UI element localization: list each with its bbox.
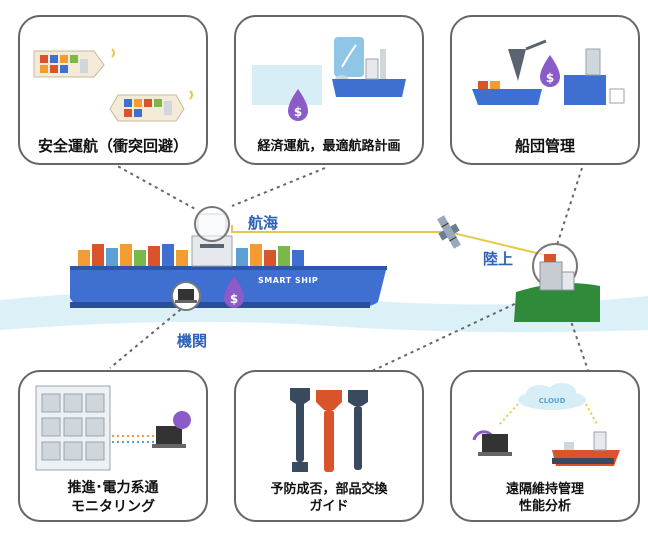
ship-dollar-drop-icon [224,276,244,308]
route-planning-icon: $ [252,37,406,121]
card-caption: 船団管理 [514,137,575,155]
svg-text:$: $ [546,71,554,85]
cloud-label: CLOUD [539,397,566,405]
card-safe-navigation: 安全運航（衝突回避） [18,15,208,165]
tools-icon [290,388,368,472]
satellite-icon [437,215,461,249]
card-caption-line2: 性能分析 [518,499,571,514]
svg-text:$: $ [294,105,302,119]
power-monitoring-icon [35,385,191,471]
card-caption: 安全運航（衝突回避） [37,137,188,155]
card-remote-maintenance: CLOUD 遠隔維持管理 性能分析 [450,370,640,522]
adjustable-wrench-icon [348,390,368,470]
card-caption: 経済運航，最適航路計画 [257,139,401,154]
card-caption-line2: ガイド [309,499,349,514]
svg-text:$: $ [230,292,238,306]
engine-laptop-icon [178,289,194,300]
land-area [514,283,600,322]
label-land: 陸上 [483,250,514,268]
fleet-port-icon: $ [472,39,625,105]
label-navigation: 航海 [248,214,279,232]
land-building [539,261,563,291]
card-fleet-management: $ 船団管理 [450,15,640,165]
ship-containers [78,244,304,266]
ship-name-text: SMART SHIP [258,276,319,285]
card-caption-line2: モニタリング [71,499,155,515]
collision-avoidance-ships-icon [33,48,193,122]
pipe-wrench-icon [316,390,342,472]
card-caption-line1: 遠隔維持管理 [505,482,584,497]
card-propulsion-power-monitoring: 推進･電力系通 モニタリング [18,370,208,522]
remote-maintenance-icon: CLOUD [472,383,620,466]
wrench-icon [290,388,310,472]
cloud-icon [518,383,586,410]
card-economic-navigation: $ 経済運航，最適航路計画 [234,15,424,165]
bridge-magnifier-circle [194,206,230,242]
card-caption-line1: 予防成否，部品交換 [270,482,388,497]
card-caption-line1: 推進･電力系通 [67,480,159,496]
satellite-link [231,225,550,257]
label-engine: 機関 [177,332,208,350]
card-preventive-maintenance: 予防成否，部品交換 ガイド [234,370,424,522]
